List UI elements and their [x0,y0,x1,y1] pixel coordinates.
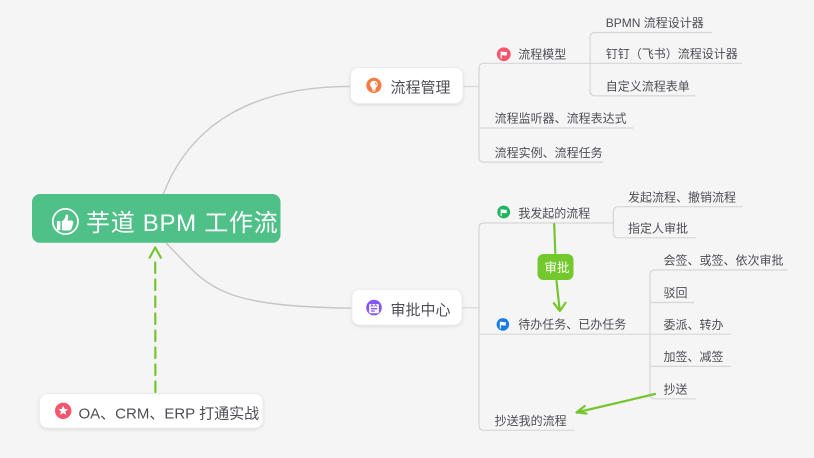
svg-text:委派、转办: 委派、转办 [664,317,724,332]
svg-text:会签、或签、依次审批: 会签、或签、依次审批 [664,253,784,268]
svg-text:BPMN 流程设计器: BPMN 流程设计器 [606,15,704,30]
svg-text:OA、CRM、ERP 打通实战: OA、CRM、ERP 打通实战 [79,406,260,423]
svg-text:指定人审批: 指定人审批 [628,221,688,236]
svg-text:芋道 BPM 工作流: 芋道 BPM 工作流 [86,210,278,237]
svg-text:加签、减签: 加签、减签 [664,349,724,364]
svg-text:发起流程、撤销流程: 发起流程、撤销流程 [628,189,736,204]
svg-text:抄送: 抄送 [664,382,688,397]
svg-text:自定义流程表单: 自定义流程表单 [606,79,690,94]
svg-text:流程模型: 流程模型 [518,46,566,61]
svg-text:钉钉（飞书）流程设计器: 钉钉（飞书）流程设计器 [606,46,738,61]
svg-text:审批: 审批 [545,260,570,275]
svg-text:抄送我的流程: 抄送我的流程 [495,413,567,428]
svg-text:审批中心: 审批中心 [391,302,451,319]
svg-text:我发起的流程: 我发起的流程 [518,206,590,221]
svg-text:待办任务、已办任务: 待办任务、已办任务 [518,317,626,332]
svg-text:驳回: 驳回 [664,286,688,300]
svg-text:流程监听器、流程表达式: 流程监听器、流程表达式 [495,111,627,126]
svg-text:流程管理: 流程管理 [391,80,451,97]
svg-text:流程实例、流程任务: 流程实例、流程任务 [495,145,603,160]
